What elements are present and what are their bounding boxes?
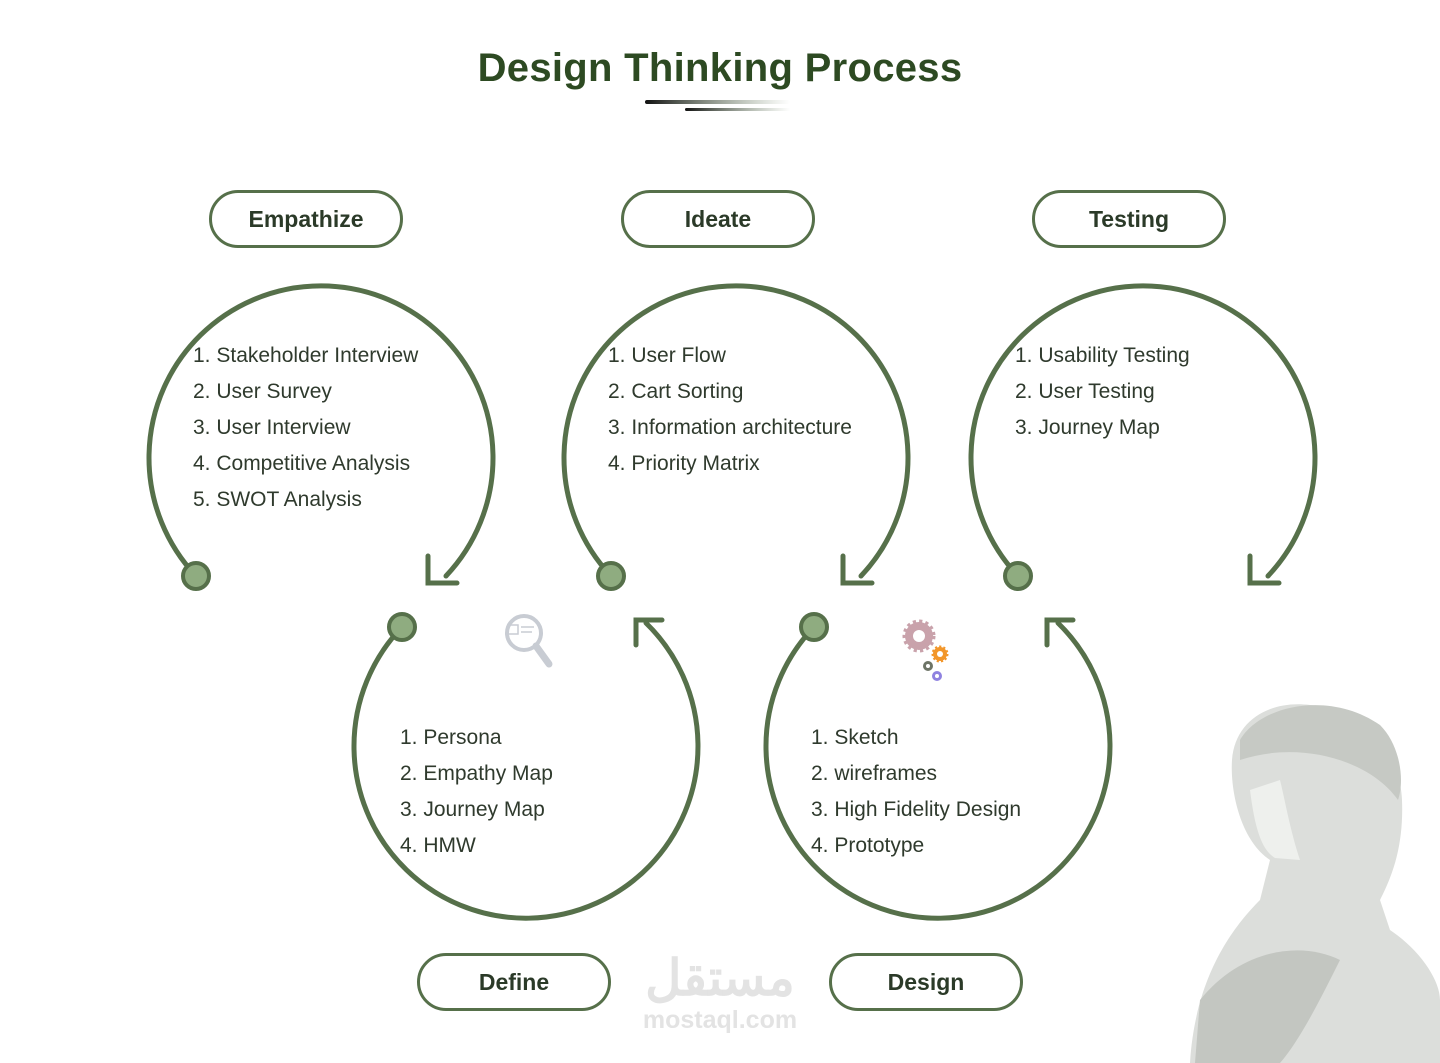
- define-list: 1. Persona 2. Empathy Map 3. Journey Map…: [400, 720, 553, 864]
- list-item: 1. User Flow: [608, 344, 726, 367]
- list-item: 1. Usability Testing: [1015, 344, 1190, 367]
- watermark-latin: mostaql.com: [642, 1006, 798, 1034]
- empathize-arc: [146, 283, 496, 579]
- list-item: 3. Journey Map: [400, 798, 545, 821]
- testing-arrow-icon: [1247, 553, 1282, 586]
- statue-bust-image: [1190, 704, 1440, 1063]
- list-item: 4. HMW: [400, 834, 476, 857]
- empathize-start-dot: [181, 561, 211, 591]
- list-item: 2. User Survey: [193, 380, 332, 403]
- list-item: 3. Information architecture: [608, 416, 852, 439]
- list-item: 2. wireframes: [811, 762, 938, 785]
- stage-define-label: Define: [417, 953, 611, 1011]
- list-item: 1. Persona: [400, 726, 502, 749]
- list-item: 2. User Testing: [1015, 380, 1155, 403]
- title-underline: [645, 100, 790, 104]
- empathize-arrow-icon: [425, 553, 460, 586]
- define-arc: [351, 620, 701, 921]
- define-start-dot: [387, 612, 417, 642]
- title-underline-2: [685, 108, 790, 111]
- ideate-start-dot: [596, 561, 626, 591]
- empathize-list: 1. Stakeholder Interview 2. User Survey …: [193, 338, 418, 518]
- ideate-list: 1. User Flow 2. Cart Sorting 3. Informat…: [608, 338, 852, 482]
- gears-icon: [902, 619, 949, 681]
- magnifier-icon: [505, 614, 553, 668]
- page-title: Design Thinking Process: [477, 46, 963, 90]
- ideate-arc: [561, 283, 911, 579]
- stage-empathize-label: Empathize: [209, 190, 403, 248]
- testing-list: 1. Usability Testing 2. User Testing 3. …: [1015, 338, 1190, 446]
- list-item: 3. High Fidelity Design: [811, 798, 1022, 821]
- stage-testing-label: Testing: [1032, 190, 1226, 248]
- design-arc: [763, 620, 1113, 921]
- list-item: 1. Sketch: [811, 726, 899, 749]
- list-item: 4. Competitive Analysis: [193, 452, 411, 475]
- list-item: 2. Empathy Map: [400, 762, 553, 785]
- design-start-dot: [799, 612, 829, 642]
- define-arrow-icon: [633, 617, 665, 648]
- design-list: 1. Sketch 2. wireframes 3. High Fidelity…: [811, 720, 1021, 864]
- watermark: مستقل mostaql.com: [620, 950, 820, 1035]
- list-item: 3. User Interview: [193, 416, 351, 439]
- list-item: 3. Journey Map: [1015, 416, 1160, 439]
- list-item: 5. SWOT Analysis: [193, 488, 362, 511]
- ideate-arrow-icon: [840, 553, 875, 586]
- list-item: 1. Stakeholder Interview: [193, 344, 419, 367]
- stage-ideate-label: Ideate: [621, 190, 815, 248]
- list-item: 4. Prototype: [811, 834, 925, 857]
- list-item: 2. Cart Sorting: [608, 380, 744, 403]
- testing-start-dot: [1003, 561, 1033, 591]
- list-item: 4. Priority Matrix: [608, 452, 760, 475]
- testing-arc: [968, 283, 1318, 579]
- stage-design-label: Design: [829, 953, 1023, 1011]
- watermark-arabic: مستقل: [645, 950, 795, 1006]
- design-arrow-icon: [1044, 617, 1076, 648]
